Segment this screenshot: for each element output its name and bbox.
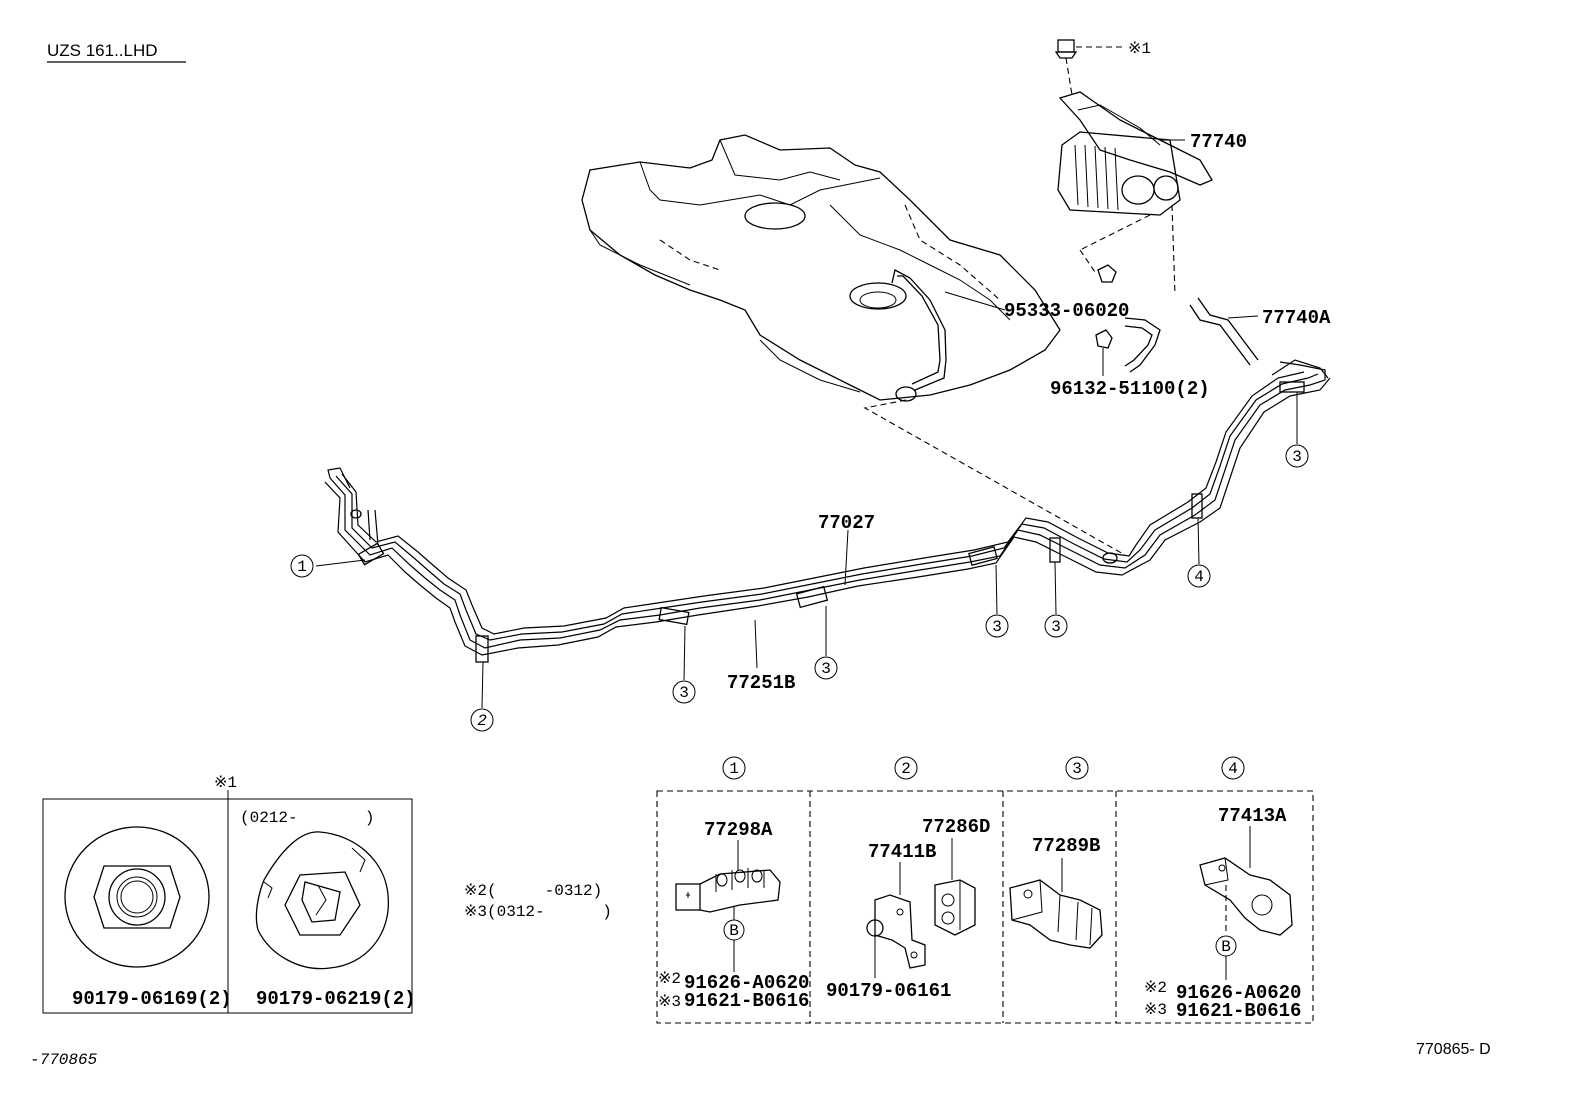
svg-text:B: B [729, 922, 739, 940]
hose-77740a: 77740A [1189, 297, 1331, 366]
svg-text:※2: ※2 [1144, 979, 1167, 997]
callout-3d-pipe [1044, 614, 1068, 638]
header-callout-1 [722, 756, 746, 780]
period-label: (0212- ) [240, 809, 374, 827]
note-2: ※2( -0312) [464, 882, 602, 900]
clamp-detail-table: 1 2 3 4 77298A B ※2 91626-A0620 ※3 91621… [656, 756, 1314, 1024]
nut-detail-box: ※1 (0212- ) 90179-06169(2) 90179-06219(2… [42, 774, 416, 1014]
hex-nut-right-icon [255, 831, 389, 970]
clip-upper-icon [1097, 264, 1117, 283]
label-96132: 96132-51100(2) [1050, 378, 1210, 400]
label-95333: 95333-06020 [1004, 300, 1129, 322]
label-90179-06161: 90179-06161 [826, 980, 951, 1002]
bracket-77413a-icon [1199, 857, 1293, 936]
label-77298a: 77298A [704, 819, 773, 841]
callout-3e-pipe [1285, 444, 1309, 468]
callout-1-pipe [290, 554, 314, 578]
footer-left-ref: -770865 [30, 1051, 98, 1069]
callout-3c-pipe [985, 614, 1009, 638]
hex-nut-left-icon [64, 826, 210, 968]
note-3: ※3(0312- ) [464, 903, 612, 921]
clamp-77289b-icon [1009, 879, 1103, 949]
header-callout-4 [1221, 756, 1245, 780]
marker-1-box: ※1 [214, 774, 237, 792]
svg-text:3: 3 [1051, 618, 1061, 636]
svg-text:4: 4 [1194, 568, 1204, 586]
footer-right-ref: 770865- D [1416, 1041, 1491, 1058]
label-90179-06169: 90179-06169(2) [72, 988, 232, 1010]
svg-text:B: B [1221, 938, 1231, 956]
label-91626-s1: 91626-A0620 [684, 972, 809, 994]
label-77027: 77027 [818, 512, 875, 534]
label-91621-s4: 91621-B0616 [1176, 1000, 1301, 1022]
fuel-pipe-bundle [324, 359, 1331, 656]
label-77740: 77740 [1190, 131, 1247, 153]
pipe-callouts: 1 2 3 3 3 3 3 4 [290, 392, 1309, 732]
label-90179-06219: 90179-06219(2) [256, 988, 416, 1010]
fuel-tank [581, 134, 1061, 402]
clamp-77298a-icon [675, 868, 781, 913]
label-77289b: 77289B [1032, 835, 1100, 857]
label-91626-s4: 91626-A0620 [1176, 982, 1301, 1004]
label-91621-s1: 91621-B0616 [684, 990, 809, 1012]
label-77413a: 77413A [1218, 805, 1287, 827]
svg-text:2: 2 [477, 712, 487, 730]
marker-1-top: ※1 [1128, 40, 1151, 58]
charcoal-canister: ※1 77740 [1054, 39, 1247, 216]
svg-text:1: 1 [729, 760, 739, 778]
svg-text:※3: ※3 [1144, 1001, 1167, 1019]
header-callout-2 [894, 756, 918, 780]
label-77286d: 77286D [922, 816, 990, 838]
svg-text:※3: ※3 [658, 993, 681, 1011]
callout-3a-pipe [672, 680, 696, 704]
svg-text:3: 3 [992, 618, 1002, 636]
svg-text:3: 3 [1292, 448, 1302, 466]
label-77411b: 77411B [868, 841, 936, 863]
callout-3b-pipe [814, 656, 838, 680]
svg-text:4: 4 [1228, 760, 1238, 778]
clip-lower-icon [1095, 329, 1113, 349]
callout-2-pipe [470, 708, 494, 732]
header-callout-3 [1065, 756, 1089, 780]
label-77740a: 77740A [1262, 307, 1331, 329]
svg-text:3: 3 [679, 684, 689, 702]
model-title: UZS 161..LHD [47, 41, 158, 60]
clamp-77286d-icon [934, 879, 976, 936]
bracket-77411b-icon [874, 894, 926, 969]
svg-text:※2: ※2 [658, 970, 681, 988]
svg-text:1: 1 [297, 558, 307, 576]
svg-text:2: 2 [901, 760, 911, 778]
hose-95333: 96132-51100(2) [1050, 264, 1210, 400]
label-77251b: 77251B [727, 672, 795, 694]
callout-4-pipe [1187, 564, 1211, 588]
svg-text:3: 3 [821, 660, 831, 678]
svg-text:3: 3 [1072, 760, 1082, 778]
